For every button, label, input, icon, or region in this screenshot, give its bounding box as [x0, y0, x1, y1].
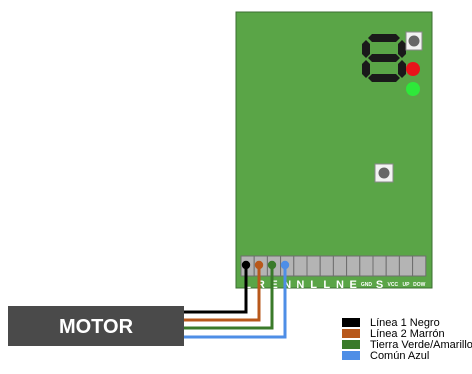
terminal-label: L: [323, 279, 330, 291]
terminal-label: N: [336, 279, 344, 291]
setup-button[interactable]: [405, 31, 423, 51]
terminal-label: DOW: [413, 282, 426, 288]
wire-terminal-dot: [241, 260, 251, 270]
terminal-label: R: [257, 279, 265, 291]
terminal-label: S: [376, 279, 383, 291]
wire-terminal-dot: [267, 260, 277, 270]
motor-wire: [184, 266, 274, 330]
terminal-label: VCC: [388, 282, 399, 288]
wire-terminal-dot: [254, 260, 264, 270]
terminal-label: UP: [403, 282, 411, 288]
green-led: [406, 82, 420, 96]
red-led: [406, 62, 420, 76]
legend-label: Común Azul: [370, 350, 429, 362]
motor-wire: [184, 266, 287, 339]
terminal-slot: [359, 255, 374, 277]
terminal-label: GND: [361, 282, 373, 288]
terminal-slot: [332, 255, 348, 277]
legend-label: Línea 2 Marrón: [370, 328, 445, 340]
terminal-label: N: [283, 279, 291, 291]
terminal-slot: [306, 255, 321, 277]
motor-wires: [184, 260, 290, 339]
terminal-slot: [372, 255, 387, 277]
terminal-slot: [319, 255, 334, 277]
terminal-slot: [398, 255, 414, 277]
motor-label: MOTOR: [59, 316, 134, 338]
seven-segment-display: [362, 34, 406, 82]
motor-wire: [184, 266, 248, 314]
legend-swatch: [342, 340, 360, 349]
terminal-slot: [385, 255, 400, 277]
wire-terminal-dot: [280, 260, 290, 270]
learn-button[interactable]: [374, 163, 394, 183]
legend-label: Línea 1 Negro: [370, 317, 440, 329]
terminal-label: E: [270, 279, 277, 291]
legend-label: Tierra Verde/Amarillo: [370, 339, 472, 351]
legend-swatch: [342, 318, 360, 327]
motor-wire: [184, 266, 261, 322]
terminal-label: N: [296, 279, 304, 291]
legend-swatch: [342, 329, 360, 338]
terminal-label: L: [310, 279, 317, 291]
legend-swatch: [342, 351, 360, 360]
motor: MOTOR: [8, 306, 184, 346]
terminal-slot: [346, 255, 361, 277]
terminal-slot: [293, 255, 308, 277]
terminal-label: E: [350, 279, 357, 291]
terminal-label: L: [244, 279, 251, 291]
terminal-slot: [412, 255, 427, 277]
